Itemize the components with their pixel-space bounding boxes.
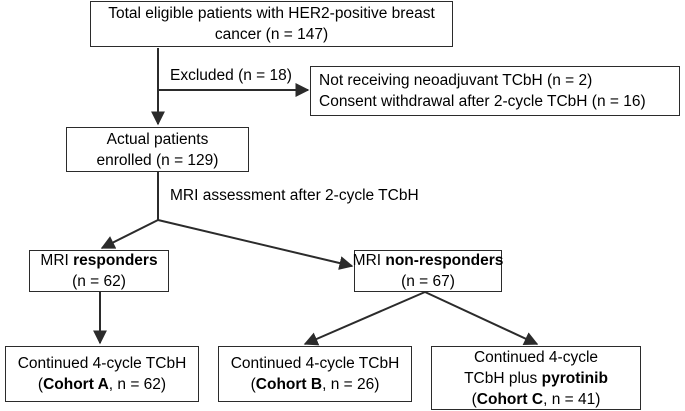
connector-non-responders-to-cohort-b — [303, 291, 426, 346]
non-responders-count: (n = 67) — [401, 273, 455, 290]
cohort-a-box: Continued 4-cycle TCbH (Cohort A, n = 62… — [5, 346, 199, 402]
cohort-c-bold: Cohort C — [476, 390, 544, 408]
total-patients-line2: cancer (n = 147) — [214, 26, 329, 43]
cohort-a-open: ( — [37, 376, 44, 393]
cohort-b-open: ( — [250, 376, 256, 393]
responders-count: (n = 62) — [72, 273, 126, 290]
non-responders-title: MRI non-responders — [353, 250, 504, 271]
excluded-label: Excluded (n = 18) — [170, 67, 292, 84]
connector-non-responders-to-cohort-c — [424, 291, 539, 346]
cohort-c-line2-prefix: TCbH plus — [464, 369, 542, 387]
cohort-c-open: ( — [471, 390, 477, 408]
cohort-a-bold: Cohort A — [43, 376, 109, 393]
responders-title: MRI responders — [40, 250, 157, 271]
cohort-c-line2: TCbH plus pyrotinib — [464, 368, 608, 389]
cohort-c-line2-bold: pyrotinib — [541, 369, 608, 387]
cohort-c-box: Continued 4-cycle TCbH plus pyrotinib (C… — [431, 346, 641, 410]
total-patients-box: Total eligible patients with HER2-positi… — [90, 1, 453, 47]
mri-assessment-label: MRI assessment after 2-cycle TCbH — [170, 187, 419, 204]
enrolled-line2: enrolled (n = 129) — [96, 151, 219, 169]
non-responders-bold: non-responders — [385, 252, 504, 269]
responders-prefix: MRI — [40, 252, 74, 269]
cohort-c-line1: Continued 4-cycle — [473, 348, 599, 366]
cohort-b-line1: Continued 4-cycle TCbH — [230, 355, 400, 372]
cohort-a-rest: , n = 62) — [108, 376, 167, 393]
excluded-reason-1: Not receiving neoadjuvant TCbH (n = 2) — [319, 72, 593, 89]
cohort-a-line1: Continued 4-cycle TCbH — [17, 355, 187, 372]
cohort-b-line2: (Cohort B, n = 26) — [251, 374, 380, 395]
responders-bold: responders — [73, 252, 158, 269]
connector-to-responders — [100, 219, 159, 249]
non-responders-prefix: MRI — [352, 252, 386, 269]
excluded-reason-2: Consent withdrawal after 2-cycle TCbH (n… — [319, 93, 646, 110]
cohort-a-line2: (Cohort A, n = 62) — [38, 374, 166, 395]
total-patients-line1: Total eligible patients with HER2-positi… — [108, 5, 435, 22]
excluded-reasons-box: Not receiving neoadjuvant TCbH (n = 2) C… — [310, 66, 680, 116]
cohort-c-line3: (Cohort C, n = 41) — [472, 389, 601, 410]
responders-box: MRI responders (n = 62) — [29, 250, 169, 292]
enrolled-line1: Actual patients — [106, 130, 209, 148]
enrolled-box: Actual patients enrolled (n = 129) — [66, 127, 249, 172]
cohort-b-box: Continued 4-cycle TCbH (Cohort B, n = 26… — [218, 346, 412, 402]
connector-to-non-responders — [157, 219, 354, 270]
cohort-b-bold: Cohort B — [255, 376, 323, 393]
cohort-b-rest: , n = 26) — [322, 376, 380, 393]
cohort-c-rest: , n = 41) — [543, 390, 601, 408]
non-responders-box: MRI non-responders (n = 67) — [353, 250, 504, 292]
